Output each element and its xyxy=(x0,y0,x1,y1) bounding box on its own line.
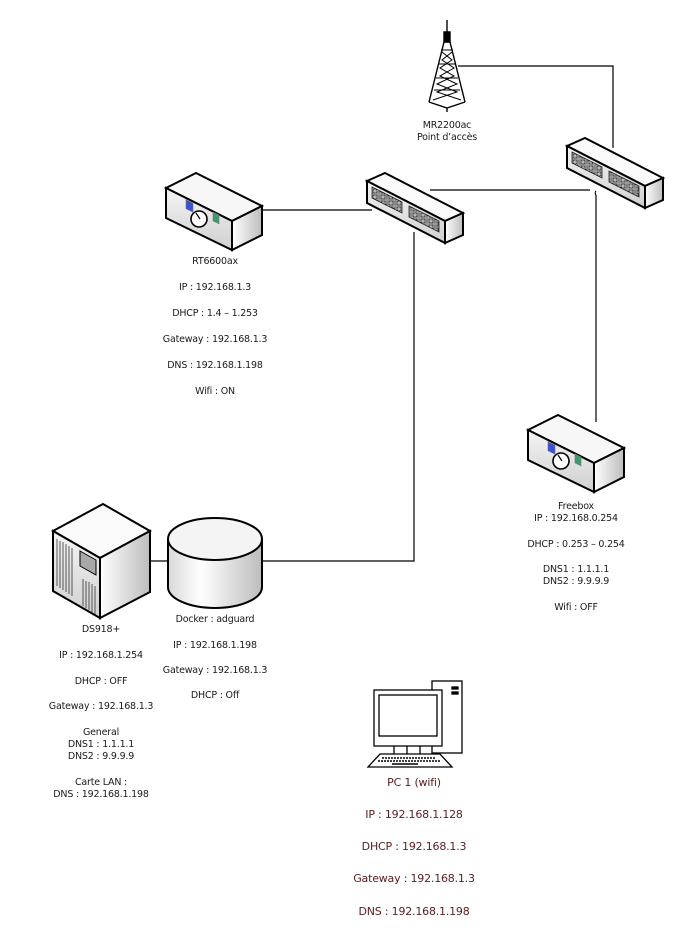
freebox-dhcp: DHCP : 0.253 – 0.254 xyxy=(527,539,625,550)
database-icon xyxy=(167,517,263,609)
network-switch-icon xyxy=(564,136,666,210)
server-icon xyxy=(50,502,153,620)
edge-switch-mid-docker xyxy=(263,232,415,562)
router-ip: IP : 192.168.1.3 xyxy=(179,282,251,293)
router-gateway: Gateway : 192.168.1.3 xyxy=(162,334,268,345)
nas-dhcp: DHCP : OFF xyxy=(74,676,128,687)
freebox-ip: IP : 192.168.0.254 xyxy=(534,513,618,524)
docker-dhcp: DHCP : Off xyxy=(190,690,240,701)
status-led-green xyxy=(212,211,220,225)
router-icon xyxy=(163,171,265,252)
nas-dns2: DNS2 : 9.9.9.9 xyxy=(67,751,135,762)
edge-switch-top-freebox xyxy=(594,190,597,422)
nas-gateway: Gateway : 192.168.1.3 xyxy=(48,701,154,712)
dial-knob xyxy=(190,210,208,228)
nas-ip: IP : 192.168.1.254 xyxy=(59,650,143,661)
nas-dns1: DNS1 : 1.1.1.1 xyxy=(67,739,135,750)
nas-lan-dns: DNS : 192.168.1.198 xyxy=(53,789,149,800)
freebox-dns2: DNS2 : 9.9.9.9 xyxy=(542,576,610,587)
router-name: RT6600ax xyxy=(192,256,238,267)
freebox-dns1: DNS1 : 1.1.1.1 xyxy=(542,564,610,575)
access-point-role: Point d’accès xyxy=(416,132,478,143)
nas-general-title: General xyxy=(82,727,120,738)
nas-lan-title: Carte LAN : xyxy=(74,777,128,788)
docker-ip: IP : 192.168.1.198 xyxy=(173,640,257,651)
freebox-wifi: Wifi : OFF xyxy=(554,602,598,613)
router-dns: DNS : 192.168.1.198 xyxy=(167,360,263,371)
pc-name: PC 1 (wifi) xyxy=(387,776,441,789)
access-point-name: MR2200ac xyxy=(422,120,472,131)
network-switch-icon xyxy=(364,171,466,245)
pc-dns: DNS : 192.168.1.198 xyxy=(358,905,470,918)
pc-dhcp: DHCP : 192.168.1.3 xyxy=(361,840,467,853)
router-wifi: Wifi : ON xyxy=(195,386,235,397)
freebox-name: Freebox xyxy=(558,501,594,512)
status-led-blue xyxy=(547,441,556,455)
router-icon xyxy=(525,413,627,494)
edge-ap-switch-top xyxy=(458,65,614,148)
dial-knob xyxy=(552,452,570,470)
status-led-blue xyxy=(185,199,194,213)
docker-gateway: Gateway : 192.168.1.3 xyxy=(162,665,268,676)
pc-gateway: Gateway : 192.168.1.3 xyxy=(353,872,475,885)
nas-name: DS918+ xyxy=(81,624,121,635)
router-dhcp: DHCP : 1.4 – 1.253 xyxy=(172,308,258,319)
radio-tower-icon xyxy=(428,20,466,112)
docker-name: Docker : adguard xyxy=(175,614,255,625)
desktop-computer-icon xyxy=(366,680,463,768)
status-led-green xyxy=(574,453,582,467)
pc-ip: IP : 192.168.1.128 xyxy=(365,808,463,821)
connections xyxy=(150,65,614,562)
